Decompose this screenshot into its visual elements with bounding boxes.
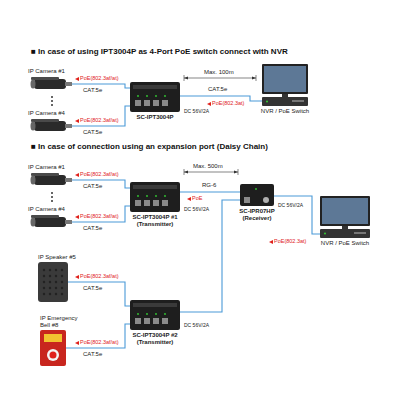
label-block: NVR / PoE Switch [313,240,377,247]
poe-note: PoE(802.3af/at) [74,171,120,178]
device-label: SC-IPT3004P #1 (Transmitter) [127,214,183,228]
cable-label: CAT.5e [82,183,103,190]
device-label: IP Speaker #5 [38,254,102,261]
device-icon [320,196,370,238]
poe-note: PoE(802.3af/at) [74,273,120,280]
poe-note: PoE(802.3af/at) [74,117,120,124]
cable-label: CAT.5e [82,351,103,358]
device-label: IP Camera #4 [28,110,88,117]
section-heading: ■ In case of using IPT3004P as 4-Port Po… [30,48,289,55]
cable-line [68,282,130,306]
power-note: DC 56V/2A [277,202,304,209]
device-label: SC-IPT3004P #2 (Transmitter) [127,332,183,346]
power-note: DC 56V/2A [183,108,210,115]
device-icon [28,76,72,92]
device-node: SC-IPT3004P [130,82,180,112]
device-node: IP Camera #4 [28,118,72,134]
device-node: SC-IPT3004P #2 (Transmitter) [130,300,180,330]
device-node: NVR / PoE Switch [262,64,308,106]
device-icon [262,64,308,106]
device-icon [28,172,72,188]
device-icon [130,182,180,212]
device-label: IP Camera #1 [28,68,88,75]
cable-line [180,200,240,312]
label-block: SC-IPT3004P #2 (Transmitter) [127,332,183,346]
device-node: IP Camera #1 [28,76,72,92]
device-icon [28,118,72,134]
cable-line [180,191,240,192]
cable-label: CAT.5e [82,87,103,94]
cable-label: CAT.5e [207,86,228,93]
device-node: NVR / PoE Switch [320,196,370,238]
label-block: SC-IPT3004P [125,114,185,121]
device-node: IP Camera #4 [28,214,72,230]
distance-note: Max. 100m [203,69,235,76]
cable-label: CAT.5e [82,225,103,232]
cable-line [66,324,130,348]
label-block: SC-IPR07HP (Receiver) [233,208,281,222]
device-node: IP Emergency Bell #8 [40,330,66,366]
device-icon [130,300,180,330]
device-node: SC-IPR07HP (Receiver) [240,184,274,206]
poe-note: PoE(802.3af/at) [74,75,120,82]
poe-note: PoE(802.3at) [206,100,245,107]
label-block: IP Camera #1 [28,164,88,171]
device-label: IP Camera #1 [28,164,88,171]
distance-note: Max. 500m [192,163,224,170]
device-label: NVR / PoE Switch [253,108,317,115]
cable-label: CAT.5e [82,129,103,136]
section-heading: ■ In case of connection using an expansi… [30,143,269,150]
device-icon [38,262,68,302]
cable-label: CAT.5e [82,285,103,292]
device-icon [240,184,274,206]
device-node: SC-IPT3004P #1 (Transmitter) [130,182,180,212]
device-icon [28,214,72,230]
label-block: SC-IPT3004P #1 (Transmitter) [127,214,183,228]
label-block: IP Camera #4 [28,110,88,117]
device-label: NVR / PoE Switch [313,240,377,247]
power-note: DC 56V/2A [183,206,210,213]
cable-line [72,206,130,222]
label-block: NVR / PoE Switch [253,108,317,115]
poe-note: PoE [186,195,203,202]
device-node: IP Speaker #5 [38,262,68,302]
label-block: IP Speaker #5 [38,254,102,261]
poe-note: PoE(802.3af/at) [74,339,120,346]
device-label: SC-IPT3004P [125,114,185,121]
device-icon [40,330,66,366]
poe-note: PoE(802.3at) [268,238,307,245]
power-note: DC 56V/2A [183,322,210,329]
device-label: IP Emergency Bell #8 [40,315,86,329]
cable-label: RG-6 [201,182,217,189]
device-label: SC-IPR07HP (Receiver) [233,208,281,222]
label-block: IP Emergency Bell #8 [40,315,86,329]
poe-note: PoE(802.3af/at) [74,213,120,220]
cable-line [72,106,130,126]
device-icon [130,82,180,112]
label-block: IP Camera #1 [28,68,88,75]
cable-line [274,196,320,234]
label-block: IP Camera #4 [28,206,88,213]
device-label: IP Camera #4 [28,206,88,213]
device-node: IP Camera #1 [28,172,72,188]
